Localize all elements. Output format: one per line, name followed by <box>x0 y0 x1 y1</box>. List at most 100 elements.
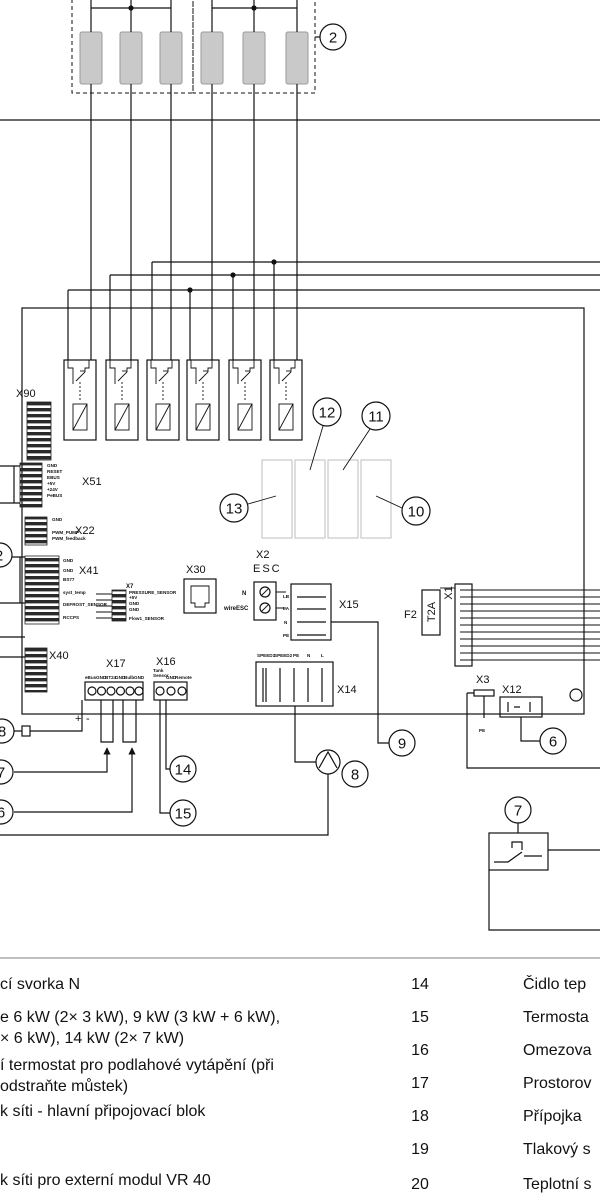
callout-circle <box>361 401 391 431</box>
pin-label: GND <box>63 558 74 563</box>
rj45-socket-icon <box>190 585 210 608</box>
pin-label: PE <box>479 728 485 733</box>
terminal-block <box>253 581 277 621</box>
relay-4 <box>186 359 220 441</box>
pin-label: LA <box>283 606 290 611</box>
terminal-block <box>290 583 332 641</box>
callout-number: 2 <box>329 30 337 47</box>
callout-10: 10 <box>375 495 431 526</box>
x51-wires <box>0 465 20 504</box>
pin-label: PE <box>283 633 289 638</box>
callout-heater-group: 2 <box>315 23 347 51</box>
pin-label: N <box>307 653 311 658</box>
esc-label: ESC <box>253 563 282 575</box>
callout-number: 15 <box>175 806 192 823</box>
x16-wires <box>159 700 170 814</box>
callout-15: 15 <box>169 799 197 827</box>
pin-label: GND <box>47 463 58 468</box>
connector-x3: X3 PE <box>466 674 600 769</box>
callout-number: 10 <box>408 504 425 521</box>
pump-supply-wire <box>294 706 316 763</box>
callout-number: 7 <box>514 803 522 820</box>
element-11-outline <box>327 459 359 539</box>
connector-label: X30 <box>186 564 206 576</box>
pin-strip <box>111 589 127 622</box>
callout-circle <box>312 397 342 427</box>
legend-numbers: 14 15 16 17 18 19 20 <box>411 976 429 1193</box>
pump-icon <box>315 749 341 775</box>
pin-label: GND <box>96 675 107 680</box>
heater-element <box>200 31 224 85</box>
legend-number: 19 <box>411 1141 429 1158</box>
pin-label: GND <box>134 675 145 680</box>
callout-number: 8 <box>0 724 6 741</box>
x3-wires <box>466 692 600 769</box>
pin-label: BT24 <box>105 675 117 680</box>
pin-label: Flow1_SENSOR <box>129 616 165 621</box>
callout-circle <box>0 542 13 568</box>
callout-x12-6: 6 <box>539 727 567 755</box>
pin-strip <box>19 462 43 508</box>
heater-wires <box>90 84 298 360</box>
pin-label: GND <box>52 517 63 522</box>
screw-slot <box>261 588 269 612</box>
callout-circle <box>319 23 347 51</box>
connector-label: X3 <box>476 674 489 686</box>
fuse-f2: F2 T2A <box>404 589 441 636</box>
fuse-rating: T2A <box>426 601 438 622</box>
connector-label: X14 <box>337 684 357 696</box>
pin-label: SPEED2 <box>274 653 293 658</box>
pin-label: EBUS <box>47 475 60 480</box>
leader-line <box>0 556 25 638</box>
pump-return-wire <box>0 774 329 836</box>
connector-x7: X7 PRESSURE_SENSOR +5V GND GND Flow1_SEN… <box>96 584 177 622</box>
resistor-icon <box>21 725 31 737</box>
leader-arrow <box>14 747 111 773</box>
junction-dot <box>187 287 193 293</box>
screw-terminal <box>106 686 116 696</box>
pin-label: +24V <box>47 487 59 492</box>
leader-line <box>342 428 371 471</box>
legend-number: 17 <box>411 1075 429 1092</box>
callout-number: 11 <box>368 409 384 426</box>
legend-text: e 6 kW (2× 3 kW), 9 kW (3 kW + 6 kW), <box>0 1009 280 1026</box>
circulation-pump <box>0 749 341 836</box>
connector-x22: GND PWM_PUMP PWM_feedback X22 <box>24 516 95 546</box>
leader-line <box>14 700 83 732</box>
leader-arrow <box>14 747 136 813</box>
x12-pins <box>507 702 531 712</box>
callout-number: 6 <box>0 805 5 822</box>
screw-terminal <box>87 686 97 696</box>
mounting-hole <box>569 688 583 702</box>
heater-group-right <box>192 0 316 94</box>
thermostat-wires <box>488 849 600 931</box>
pin-label: +5V <box>129 595 138 600</box>
legend-text: Přípojka <box>523 1108 582 1125</box>
pin-strip <box>24 555 60 625</box>
connector-x1: X1 <box>440 583 600 667</box>
connector-label: X41 <box>79 565 99 577</box>
junction-dot <box>230 272 236 278</box>
connector-label: X40 <box>49 650 69 662</box>
connector-x15: LB LA N PE X15 <box>283 583 389 744</box>
element-12-outline <box>294 459 326 539</box>
pin-label: GND <box>129 607 140 612</box>
legend-text: í termostat pro podlahové vytápění (při <box>0 1057 274 1074</box>
heater-element <box>159 31 183 85</box>
connector-label: X7 <box>126 584 134 590</box>
legend-text: Teplotní s <box>523 1176 591 1193</box>
connector-x2: X2 ESC N wireESC <box>223 549 286 621</box>
relay-6 <box>269 359 303 441</box>
pump-triangle <box>318 750 338 769</box>
screw-terminal <box>115 686 126 696</box>
connector-x41: GND GND BS77 syst_temp DEFROST_SENSOR RC… <box>24 555 108 625</box>
callout-number: 2 <box>0 548 3 565</box>
callout-number: 13 <box>226 501 243 518</box>
legend-text: × 6 kW), 14 kW (2× 7 kW) <box>0 1030 184 1047</box>
pe-terminal <box>473 689 495 697</box>
leader-line <box>520 717 540 742</box>
leader-line <box>375 495 403 509</box>
callout-11: 11 <box>342 401 391 471</box>
pin-label: RESET <box>47 469 63 474</box>
